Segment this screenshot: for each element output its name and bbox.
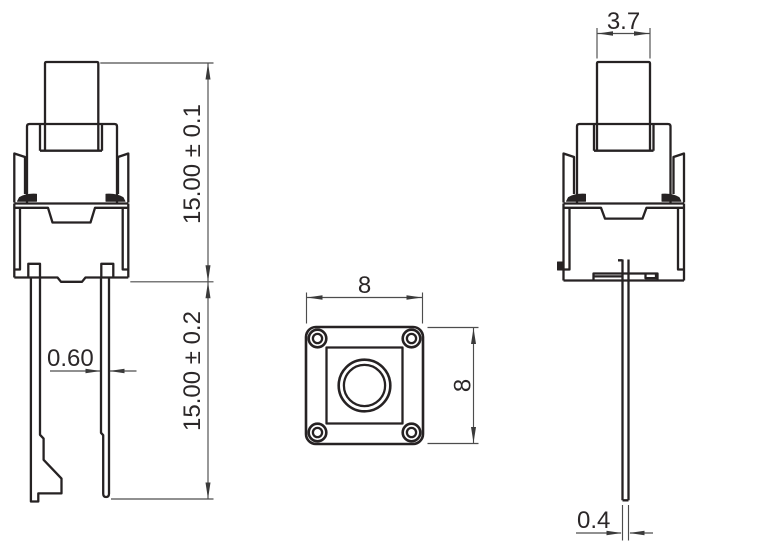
top-view-outline [304,325,425,446]
arrowhead [606,530,622,536]
front-clip-left [13,152,27,203]
arrowhead [634,31,650,36]
top-view-dimensions: 8 8 [305,272,479,445]
dim-label-stem-width: 3.7 [607,8,640,35]
front-lead-left [29,277,63,503]
arrowhead [205,482,211,499]
side-clip-right [672,152,686,203]
front-view-dimensions: 15.00 ± 0.1 15.00 ± 0.2 0.60 [47,62,214,500]
front-body-bottom [14,276,129,283]
side-collar-inner [592,124,655,152]
front-button-stem [43,60,100,151]
top-button-inner-circle [342,363,387,408]
front-lead-right [99,277,111,499]
front-collar-inner [38,124,104,152]
front-view: 15.00 ± 0.1 15.00 ± 0.2 0.60 [13,60,214,503]
side-body-bottom [563,272,684,282]
arrowhead [205,265,211,282]
side-view: 3.7 0.4 [557,8,686,541]
dim-label-lead-width: 0.60 [47,345,94,372]
arrowhead [205,281,211,299]
dim-label-body-width: 8 [358,272,371,299]
front-lead-tab-left [27,262,42,278]
side-clip-foot-left [566,193,586,202]
dim-label-height-upper: 15.00 ± 0.1 [179,104,206,224]
side-body-nub [557,261,564,271]
front-body-notch [14,206,129,224]
top-rivet-hole [405,332,418,345]
arrowhead [85,368,101,374]
side-view-outline [557,60,686,502]
front-clip-foot-right [105,193,126,202]
top-rivet-hole [405,426,418,439]
side-body-sides [562,203,686,281]
side-button-stem [595,60,652,151]
dim-label-height-lower: 15.00 ± 0.2 [179,311,206,431]
side-body-inner-walls [563,207,684,271]
front-clip-right [116,152,130,203]
arrowhead [109,368,125,374]
front-body-inner-walls [14,207,129,271]
arrowhead [629,530,645,536]
side-clip-foot-right [661,193,682,202]
front-collar [25,122,119,203]
top-cover-inner-square [325,346,404,425]
top-rivet-hole [311,426,324,439]
dim-label-lead-thickness: 0.4 [577,507,610,534]
side-bottom-tab [644,273,658,280]
side-body-notch [563,206,684,220]
front-body-sides [13,203,130,278]
front-clip-foot-left [17,193,37,202]
top-view: 8 8 [304,272,479,446]
side-lead [618,259,630,502]
front-view-outline [13,60,130,503]
arrowhead [307,295,323,300]
top-body-outline [304,325,425,446]
top-rivet-hole [311,332,324,345]
dim-label-body-depth: 8 [450,379,477,392]
arrowhead [406,295,422,300]
front-lead-tab-right [100,262,115,278]
side-collar [575,122,672,203]
side-clip-left [562,152,576,203]
arrowhead [471,328,476,344]
side-view-dimensions: 3.7 0.4 [576,8,653,541]
arrowhead [205,63,211,80]
arrowhead [471,427,476,443]
arrowhead [597,31,613,36]
top-button-outer-circle [337,358,392,413]
